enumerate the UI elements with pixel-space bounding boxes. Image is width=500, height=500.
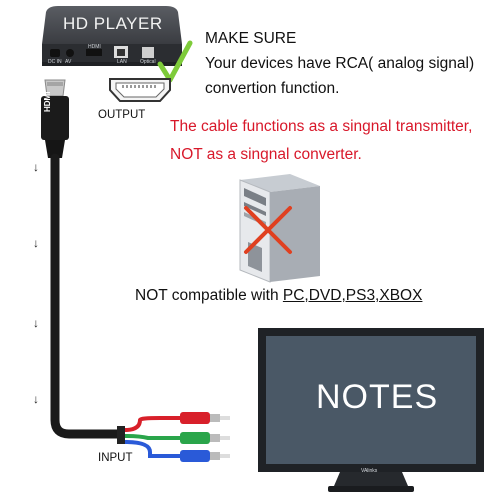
tv xyxy=(258,328,484,492)
arrow-down-icon: ↓ xyxy=(33,236,39,250)
tv-screen xyxy=(266,336,476,464)
rca-red-plug xyxy=(180,412,230,424)
rca-green-plug xyxy=(180,432,230,444)
hd-player-device xyxy=(42,6,182,66)
av-port-icon xyxy=(66,49,74,57)
port-label-optical: Optical xyxy=(140,59,156,65)
arrow-down-icon: ↓ xyxy=(33,316,39,330)
conversion-line: convertion function. xyxy=(205,80,340,97)
arrow-down-icon: ↓ xyxy=(33,160,39,174)
device-label: HD PLAYER xyxy=(63,14,163,33)
arrow-down-icon: ↓ xyxy=(33,392,39,406)
warning-line-2: NOT as a singnal converter. xyxy=(170,146,362,163)
incompatible-devices: PC,DVD,PS3,XBOX xyxy=(282,287,423,304)
computer-tower-icon xyxy=(239,174,320,283)
output-label: OUTPUT xyxy=(98,109,146,121)
input-label: INPUT xyxy=(98,452,133,464)
port-label-dc-in: DC IN xyxy=(48,59,62,65)
rca-requirement-line: Your devices have RCA( analog signal) xyxy=(205,55,475,72)
cross-icon xyxy=(244,206,292,254)
port-label-lan: LAN xyxy=(117,59,127,65)
compatibility-note: NOT compatible with PC,DVD,PS3,XBOX xyxy=(135,287,422,305)
hdmi-plug-label: HDMI xyxy=(43,91,52,112)
port-label-av: AV xyxy=(65,59,72,65)
hdmi-port-icon xyxy=(109,78,171,102)
make-sure-heading: MAKE SURE xyxy=(205,30,297,47)
optical-port-icon xyxy=(142,47,154,58)
tv-brand: VAlinks xyxy=(361,468,378,474)
hdmi-small-port-icon xyxy=(86,49,102,56)
warning-line-1: The cable functions as a singnal transmi… xyxy=(170,118,473,135)
port-label-hdmi: HDMI xyxy=(88,44,101,50)
compatibility-prefix: NOT compatible with xyxy=(135,287,283,304)
dc-in-port-icon xyxy=(50,49,60,57)
tv-screen-text: NOTES xyxy=(316,378,439,416)
rca-blue-plug xyxy=(180,450,230,462)
